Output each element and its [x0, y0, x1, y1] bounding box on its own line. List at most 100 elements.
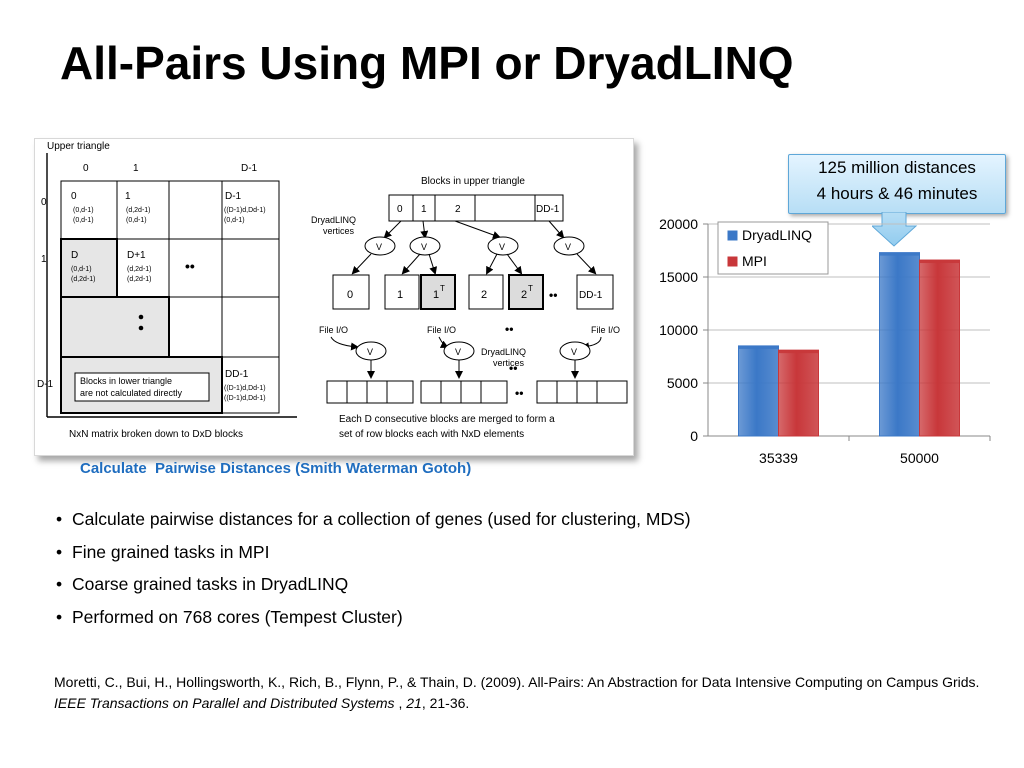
figure-caption: Calculate Pairwise Distances (Smith Wate… [80, 460, 472, 477]
cell-title: DD-1 [225, 369, 249, 380]
bullet-text: Fine grained tasks in MPI [72, 541, 270, 562]
merge-note-line2: set of row blocks each with NxD elements [339, 429, 524, 440]
mid-block-label: 0 [347, 289, 353, 301]
merge-arrows [367, 360, 579, 379]
vertex-v: V [376, 242, 382, 252]
legend-label: DryadLINQ [742, 227, 812, 243]
file-io-label: File I/O [591, 325, 620, 335]
citation: Moretti, C., Bui, H., Hollingsworth, K.,… [54, 672, 994, 714]
y-tick-label: 10000 [659, 322, 698, 338]
bar-mpi [778, 349, 819, 437]
file-io-label: File I/O [427, 325, 456, 335]
top-block-label: DD-1 [536, 204, 560, 215]
cell-range: ((D-1)d,Dd-1) [224, 395, 266, 402]
citation-authors: Moretti, C., Bui, H., Hollingsworth, K.,… [54, 674, 980, 690]
matrix-col-1: 1 [133, 163, 139, 174]
cell-range: (d,2d-1) [71, 276, 96, 283]
cell-title: D [71, 250, 78, 261]
bar-mpi [919, 259, 960, 437]
transpose-mark: T [440, 284, 445, 293]
callout-line1: 125 million distances [818, 158, 976, 177]
bullet-list: • Calculate pairwise distances for a coll… [56, 506, 691, 636]
bullet-dot-icon: • [56, 541, 63, 562]
y-tick-label: 0 [690, 428, 698, 444]
merge-ellipsis: •• [509, 361, 517, 375]
matrix-vertical-dot [138, 325, 144, 331]
callout-arrow-icon [872, 212, 918, 247]
cell-range: (0,d-1) [73, 217, 94, 224]
cell-range: (0,d-1) [224, 217, 245, 224]
dryadlinq-vertices-label: DryadLINQ [481, 347, 526, 357]
lower-triangle-note-box [74, 372, 210, 402]
matrix-row-1: 1 [41, 254, 47, 265]
slide-title: All-Pairs Using MPI or DryadLINQ [60, 37, 794, 89]
legend-label: MPI [742, 253, 767, 269]
blocks-upper-label: Blocks in upper triangle [421, 176, 525, 187]
mid-block-row [332, 274, 614, 310]
mid-block-label: DD-1 [579, 290, 603, 301]
bullet-dot-icon: • [56, 606, 63, 627]
bar-dryadlinq [879, 252, 920, 437]
dryadlinq-vertices-label: DryadLINQ [311, 215, 356, 225]
file-io-ellipsis: •• [505, 322, 513, 336]
all-pairs-figure: Upper triangle 0 1 D-1 0 1 D-1 0 (0,d-1)… [34, 138, 634, 456]
dryadlinq-vertices-label: vertices [323, 226, 355, 236]
vertex-v: V [367, 347, 373, 357]
top-block-label: 1 [421, 204, 427, 215]
lower-triangle-note-line1: Blocks in lower triangle [80, 376, 172, 386]
x-tick-label: 35339 [759, 450, 798, 466]
cell-range: (d,2d-1) [127, 266, 152, 273]
mid-ellipsis: •• [549, 288, 557, 302]
all-pairs-diagram: Upper triangle 0 1 D-1 0 1 D-1 0 (0,d-1)… [37, 141, 628, 440]
vertex-v: V [455, 347, 461, 357]
cell-title: 0 [71, 191, 77, 202]
matrix-row-last: D-1 [37, 379, 54, 390]
vertex-v: V [565, 242, 571, 252]
citation-separator: , [394, 695, 407, 711]
bar-cap [879, 252, 920, 256]
mid-block-label: 1 [433, 289, 439, 301]
bar-dryadlinq [738, 345, 779, 437]
y-tick-label: 15000 [659, 269, 698, 285]
callout-line2: 4 hours & 46 minutes [816, 184, 978, 203]
lower-triangle-note-line2: are not calculated directly [80, 388, 183, 398]
matrix-ellipsis: •• [185, 258, 195, 274]
bar-cap [919, 260, 960, 264]
bullet-dot-icon: • [56, 509, 63, 529]
matrix-upper-triangle-label: Upper triangle [47, 141, 110, 152]
cell-title: D-1 [225, 191, 242, 202]
vertex-row [364, 236, 585, 256]
cell-range: (0,d-1) [73, 207, 94, 214]
merge-vertex-row [355, 341, 591, 361]
top-block-row [388, 194, 564, 222]
bullet-text: Performed on 768 cores (Tempest Cluster) [72, 606, 403, 627]
cell-title: 1 [125, 191, 131, 202]
dryadlinq-vertices-label: vertices [493, 358, 525, 368]
matrix-col-0: 0 [83, 163, 89, 174]
mid-block-label: 1 [397, 289, 403, 301]
bullet-item: • Performed on 768 cores (Tempest Cluster… [56, 604, 691, 637]
cell-range: (0,d-1) [71, 266, 92, 273]
bullet-item: •Coarse grained tasks in DryadLINQ [56, 571, 691, 604]
y-tick-label: 20000 [659, 216, 698, 232]
legend-swatch [727, 230, 738, 241]
bar-cap [778, 350, 819, 354]
matrix-col-last: D-1 [241, 163, 258, 174]
matrix-row-0: 0 [41, 197, 47, 208]
row-block-groups [326, 380, 628, 404]
block-to-vertex-arrows [383, 220, 565, 239]
x-tick-label: 50000 [900, 450, 939, 466]
file-io-label: File I/O [319, 325, 348, 335]
citation-journal: IEEE Transactions on Parallel and Distri… [54, 695, 395, 711]
cell-range: (d,2d-1) [126, 207, 151, 214]
cell-range: ((D-1)d,Dd-1) [224, 207, 266, 214]
bullet-text: Calculate pairwise distances for a colle… [72, 509, 691, 529]
matrix-vertical-dot [138, 314, 144, 320]
cell-range: (d,2d-1) [127, 276, 152, 283]
citation-volume: 21 [406, 695, 422, 711]
legend-swatch [727, 256, 738, 267]
matrix-lower-cell [60, 296, 170, 358]
vertex-v: V [499, 242, 505, 252]
mid-block-label: 2 [481, 289, 487, 301]
